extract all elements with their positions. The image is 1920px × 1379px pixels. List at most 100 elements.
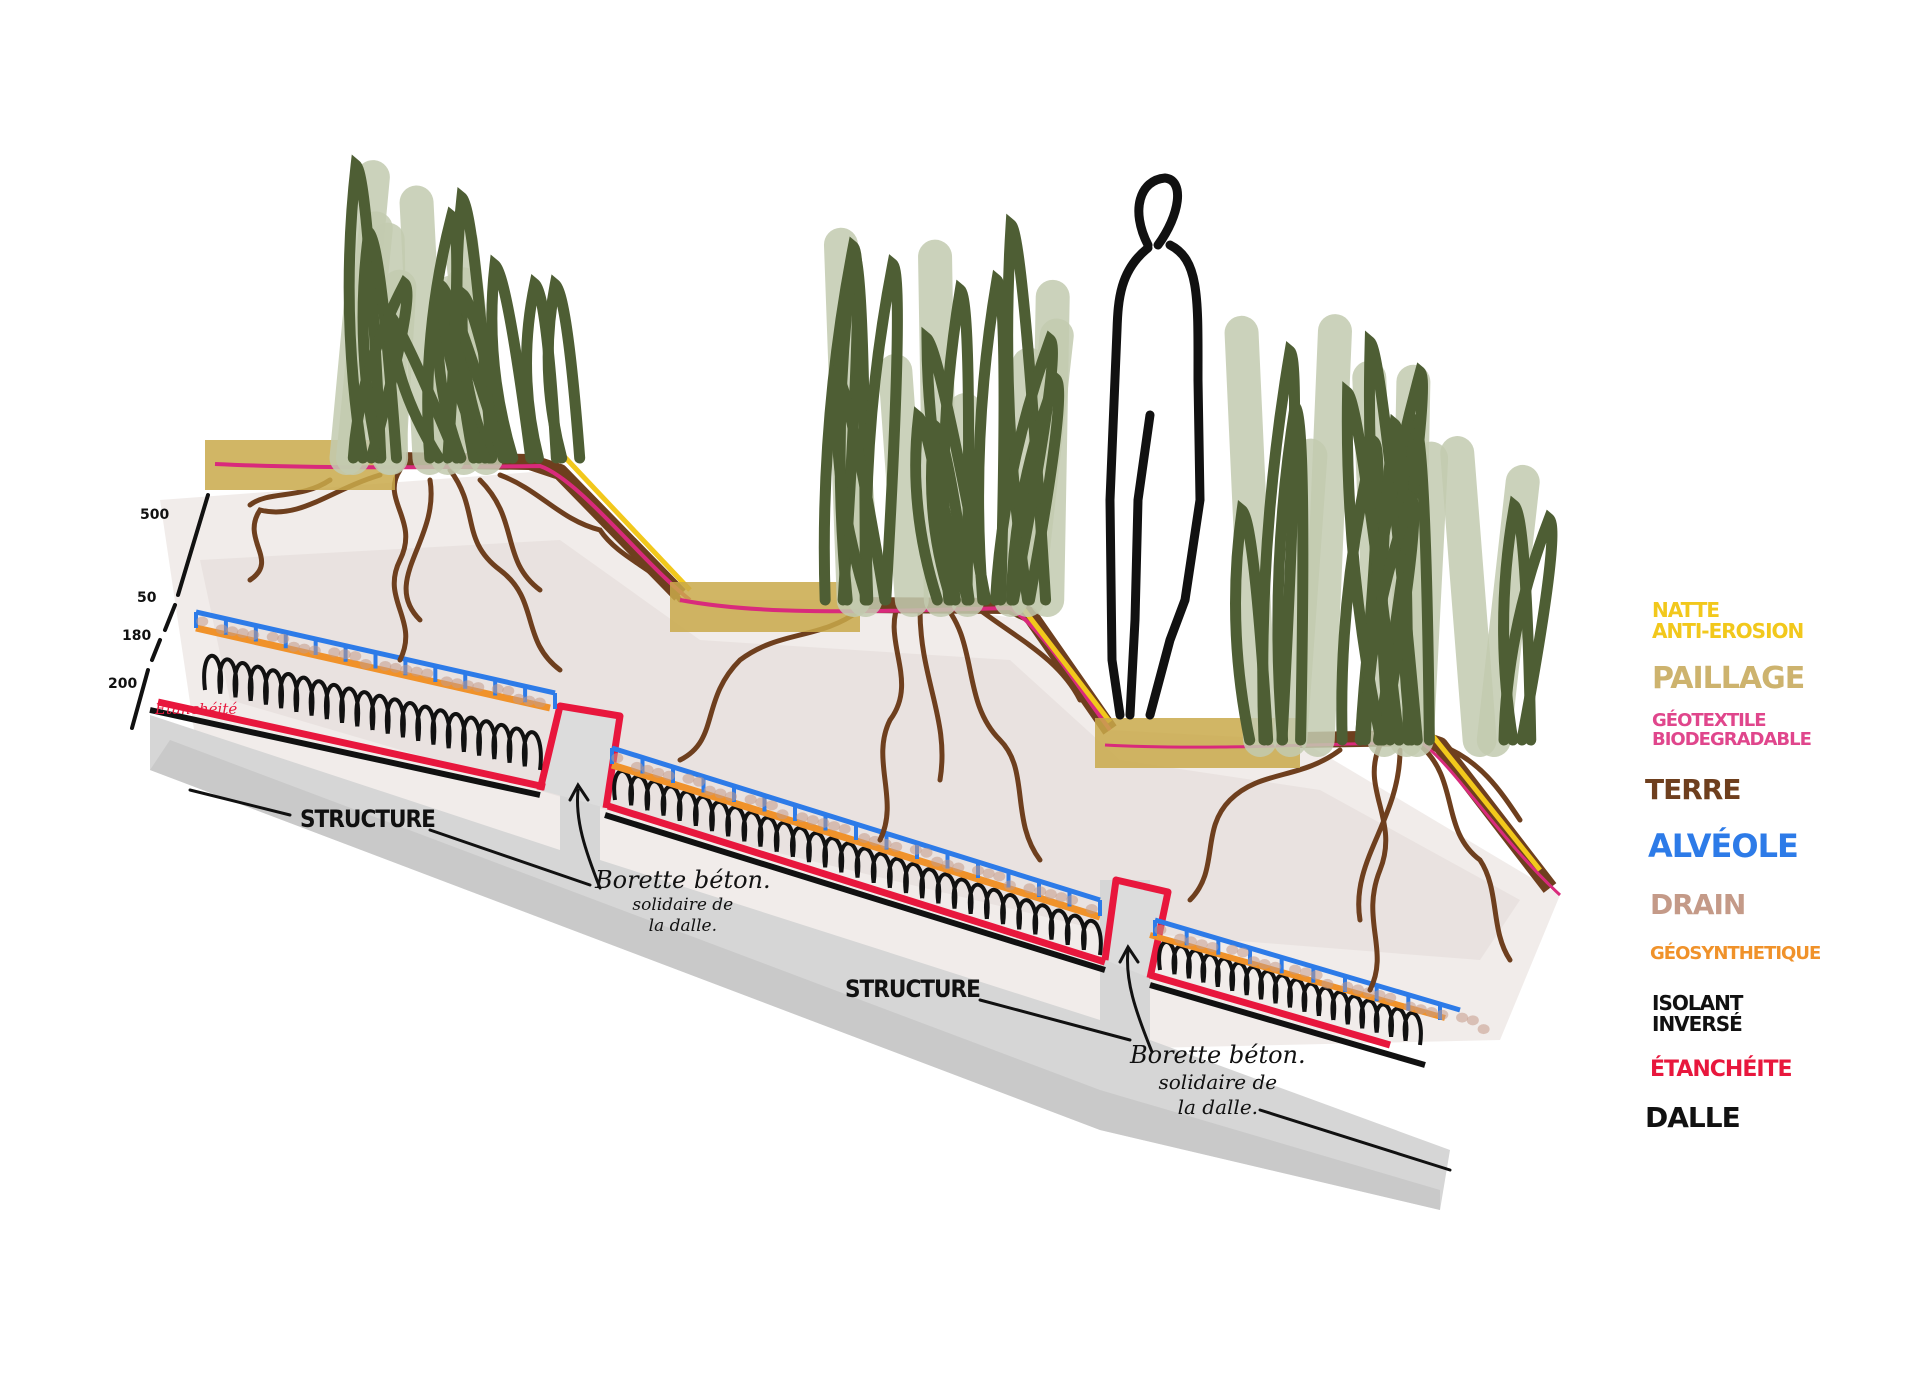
grass-blade [830, 364, 891, 606]
drain-pebble [359, 659, 372, 670]
grass-clump-2 [818, 213, 1074, 617]
drain-pebble [349, 651, 362, 662]
drain-pebble [1466, 1015, 1479, 1026]
curb-note-2-line3: la dalle. [1177, 1095, 1259, 1119]
drain-pebble [1174, 933, 1187, 944]
drain-pebble [400, 664, 413, 675]
grass-blade [1341, 381, 1405, 746]
drain-pebble [266, 631, 279, 642]
arrow-head-2 [1118, 944, 1140, 964]
drain-pebble [1085, 904, 1098, 915]
drain-pebble [533, 697, 546, 708]
grass-blade-backdrop [1440, 436, 1497, 757]
drain-pebble [298, 643, 311, 654]
dimension-200: 200 [108, 676, 138, 692]
drain-pebble [1195, 939, 1208, 950]
drain-pebble [1154, 924, 1167, 935]
drain-pebble [858, 832, 871, 843]
dimension-500: 500 [140, 507, 170, 523]
drain-pebble [308, 645, 321, 656]
layer-band-1 [149, 609, 557, 798]
grass-blade [1230, 499, 1274, 746]
drain-pebble [410, 666, 423, 677]
legend-isolant-inverse: ISOLANT INVERSÉ [1652, 991, 1743, 1036]
drain-pebble [247, 630, 260, 641]
drain-pebble [1414, 1004, 1427, 1015]
legend-terre: TERRE [1645, 773, 1741, 806]
structure-label-1: STRUCTURE [300, 805, 436, 833]
drain-pebble [993, 871, 1006, 882]
grass-clump-3 [1224, 314, 1558, 757]
drain-pebble [1226, 944, 1239, 955]
drain-pebble [1034, 886, 1047, 897]
grass-blade-backdrop [1300, 314, 1352, 757]
structure-line-3 [1258, 1108, 1452, 1172]
drain-pebble [1425, 1007, 1438, 1018]
drain-pebble [920, 847, 933, 858]
drain-pebble [1237, 947, 1249, 958]
drain-pebble [1351, 984, 1364, 995]
drain-pebble [838, 824, 851, 835]
person-silhouette-icon [1105, 173, 1205, 720]
drain-pebble [611, 752, 624, 763]
legend-alveole: ALVÉOLE [1648, 827, 1799, 865]
drain-pebble [1384, 992, 1397, 1003]
structure-line-1b [428, 828, 592, 887]
drain-pebble [652, 767, 665, 778]
drain-pebble [909, 844, 922, 855]
drain-pebble [890, 841, 903, 852]
drain-pebble [630, 761, 643, 772]
drain-pebble [952, 862, 965, 873]
anti-erosion-mat-2 [1013, 596, 1112, 724]
drain-pebble [451, 678, 464, 689]
drain-pebble [703, 785, 716, 796]
drain-pebble [1184, 936, 1197, 947]
drain-pebble [931, 856, 944, 867]
drain-pebble [1003, 880, 1016, 891]
grass-blade [343, 154, 387, 464]
drain-pebble [693, 776, 706, 787]
drain-pebble [421, 668, 434, 679]
curb-note-1-line3: la dalle. [648, 916, 717, 937]
drain-pebble [389, 662, 402, 673]
grass-blade [521, 273, 562, 464]
drain-pebble [1477, 1024, 1490, 1035]
anti-erosion-mat-3 [1426, 728, 1542, 872]
drain-pebble [236, 628, 249, 639]
drain-pebble [502, 685, 515, 696]
drain-pebble [941, 859, 954, 870]
drain-pebble [1321, 978, 1334, 989]
drain-pebble [776, 809, 789, 820]
drain-pebble [1436, 1009, 1449, 1020]
legend-geosynthetique: GÉOSYNTHETIQUE [1650, 943, 1821, 964]
drain-pebble [1404, 1001, 1416, 1012]
legend-natte-anti-erosion: NATTE ANTI-EROSION [1652, 598, 1804, 643]
grass-blade [973, 269, 1010, 606]
grass-clump-1 [329, 154, 586, 475]
drain-pebble [817, 818, 830, 829]
drain-pebble [1341, 981, 1354, 992]
drain-pebble [196, 616, 209, 627]
drain-pebble [226, 626, 239, 637]
layer-band-2 [604, 745, 1107, 973]
drain-pebble [1206, 941, 1219, 952]
drain-pebble [1269, 961, 1282, 972]
drain-pebble [868, 835, 881, 846]
structure-label-2: STRUCTURE [845, 975, 981, 1003]
grass-blade [1005, 369, 1065, 606]
drain-pebble [440, 676, 453, 687]
curb-note-2: Borette béton. solidaire de la dalle. [1130, 1040, 1306, 1120]
drain-pebble [641, 764, 654, 775]
drain-pebble [806, 815, 819, 826]
drain-pebble [1456, 1012, 1469, 1023]
drain-pebble [682, 773, 695, 784]
drain-pebble [491, 683, 504, 694]
drain-pebble [1055, 892, 1068, 903]
drain-pebble [765, 800, 778, 811]
drain-pebble [338, 649, 351, 660]
drain-pebble [277, 633, 290, 644]
concrete-slab [150, 715, 1450, 1210]
structure-line-1a [188, 788, 292, 817]
grass-blade [486, 254, 537, 464]
